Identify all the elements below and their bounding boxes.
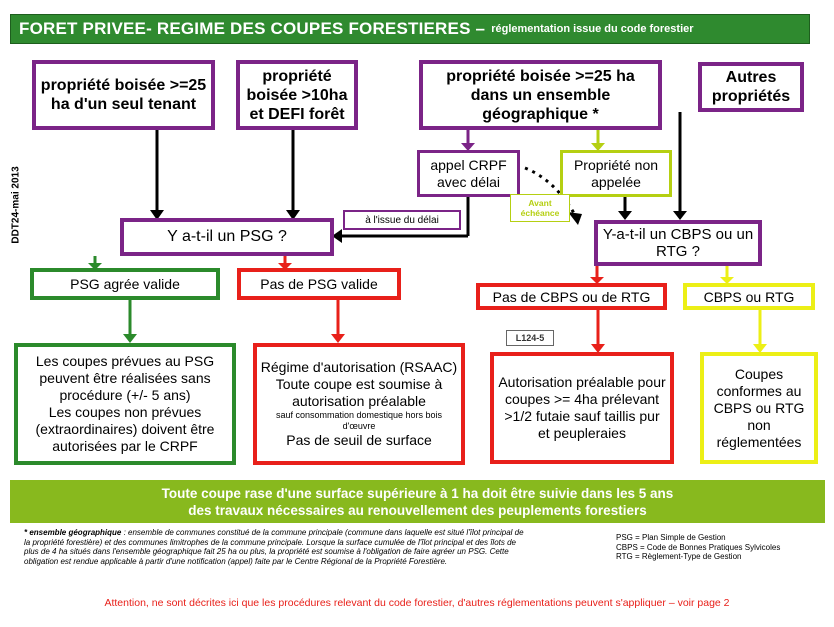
arrow-dotted [524, 166, 577, 216]
arrowhead [590, 277, 604, 284]
outcome-text: Autorisation préalable pour coupes >= 4h… [498, 374, 666, 441]
note-text: : ensemble de communes constitué de la c… [24, 528, 524, 566]
footer-line: des travaux nécessaires au renouvellemen… [188, 502, 647, 518]
outcome-text: Les coupes prévues au PSG peuvent être r… [35, 353, 215, 403]
arrowhead [150, 210, 164, 220]
outcome-psg: Les coupes prévues au PSG peuvent être r… [14, 343, 236, 465]
arrowhead [618, 211, 632, 220]
legend-item: PSG = Plan Simple de Gestion [616, 533, 726, 542]
footer-bar: Toute coupe rase d'une surface supérieur… [10, 480, 825, 523]
arrowhead [331, 334, 345, 343]
legend-item: RTG = Règlement-Type de Gestion [616, 552, 742, 561]
box-appel-crpf: appel CRPF avec délai [417, 150, 520, 197]
arrowhead [720, 277, 734, 284]
note-ensemble: * ensemble géographique : ensemble de co… [24, 528, 524, 566]
title-sub: réglementation issue du code forestier [491, 23, 694, 35]
box-proprietee-ensemble: propriété boisée >=25 ha dans un ensembl… [419, 60, 662, 130]
label-text: Avant échéance [520, 198, 560, 218]
box-text: Pas de CBPS ou de RTG [492, 288, 651, 305]
footer-line: Toute coupe rase d'une surface supérieur… [161, 485, 674, 501]
box-propriete-non-appelee: Propriété non appelée [560, 150, 672, 197]
label-avant-echeance: Avant échéance [510, 194, 570, 222]
outcome-text: Les coupes non prévues (extraordinaires)… [35, 404, 215, 454]
arrowhead [88, 263, 102, 270]
box-cbps-rtg: CBPS ou RTG [683, 283, 815, 310]
box-text: Propriété non appelée [573, 156, 659, 190]
label-text: à l'issue du délai [365, 214, 439, 226]
arrowhead [461, 143, 475, 151]
outcome-cbps: Coupes conformes au CBPS ou RTG non régl… [700, 352, 818, 464]
arrowhead [673, 211, 687, 220]
arrowhead [278, 263, 292, 270]
arrowhead [591, 344, 605, 353]
legend-item: CBPS = Code de Bonnes Pratiques Sylvicol… [616, 542, 781, 552]
outcome-autorisation: Autorisation préalable pour coupes >= 4h… [490, 352, 674, 464]
arrowhead [591, 143, 605, 151]
box-text: propriété boisée >=25 ha dans un ensembl… [446, 67, 635, 123]
box-text: Y-a-t-il un CBPS ou un RTG ? [602, 226, 754, 260]
box-text: CBPS ou RTG [703, 288, 795, 305]
attention-note: Attention, ne sont décrites ici que les … [104, 597, 730, 609]
arrowhead [568, 212, 582, 225]
box-pas-psg: Pas de PSG valide [237, 268, 401, 300]
label-text: L124-5 [515, 333, 545, 343]
title-bar: FORET PRIVEE- REGIME DES COUPES FORESTIE… [10, 14, 810, 44]
outcome-small-text: sauf consommation domestique hors bois d… [275, 410, 443, 431]
title-main: FORET PRIVEE- REGIME DES COUPES FORESTIE… [19, 19, 486, 38]
question-cbps: Y-a-t-il un CBPS ou un RTG ? [594, 220, 762, 266]
box-text: Pas de PSG valide [260, 276, 378, 292]
box-autres-proprietes: Autres propriétés [698, 62, 804, 112]
outcome-rsaac: Régime d'autorisation (RSAAC) Toute coup… [253, 343, 465, 465]
box-text: Autres propriétés [711, 69, 791, 105]
outcome-text: Régime d'autorisation (RSAAC) [260, 359, 458, 375]
box-text: propriété boisée >10ha et DEFI forêt [246, 67, 348, 123]
note-label: * ensemble géographique [24, 528, 122, 537]
box-text: propriété boisée >=25 ha d'un seul tenan… [40, 77, 207, 113]
arrowhead [123, 334, 137, 343]
outcome-text: Toute coupe est soumise à autorisation p… [275, 376, 443, 409]
arrowhead [753, 344, 767, 353]
legend: PSG = Plan Simple de Gestion CBPS = Code… [616, 533, 826, 562]
outcome-text: Coupes conformes au CBPS ou RTG non régl… [713, 365, 805, 450]
label-issue-delai: à l'issue du délai [343, 210, 461, 230]
box-psg-valide: PSG agrée valide [30, 268, 220, 300]
label-l124: L124-5 [506, 330, 554, 346]
question-psg: Y a-t-il un PSG ? [120, 218, 334, 256]
box-proprietee-25ha-tenant: propriété boisée >=25 ha d'un seul tenan… [32, 60, 215, 130]
arrowhead [332, 229, 342, 243]
box-pas-cbps: Pas de CBPS ou de RTG [476, 283, 667, 310]
box-proprietee-10ha-defi: propriété boisée >10ha et DEFI forêt [236, 60, 358, 130]
box-text: Y a-t-il un PSG ? [167, 228, 287, 245]
outcome-text: Pas de seuil de surface [286, 432, 432, 448]
box-text: appel CRPF avec délai [430, 156, 507, 190]
arrowhead [286, 210, 300, 220]
box-text: PSG agrée valide [70, 276, 180, 292]
